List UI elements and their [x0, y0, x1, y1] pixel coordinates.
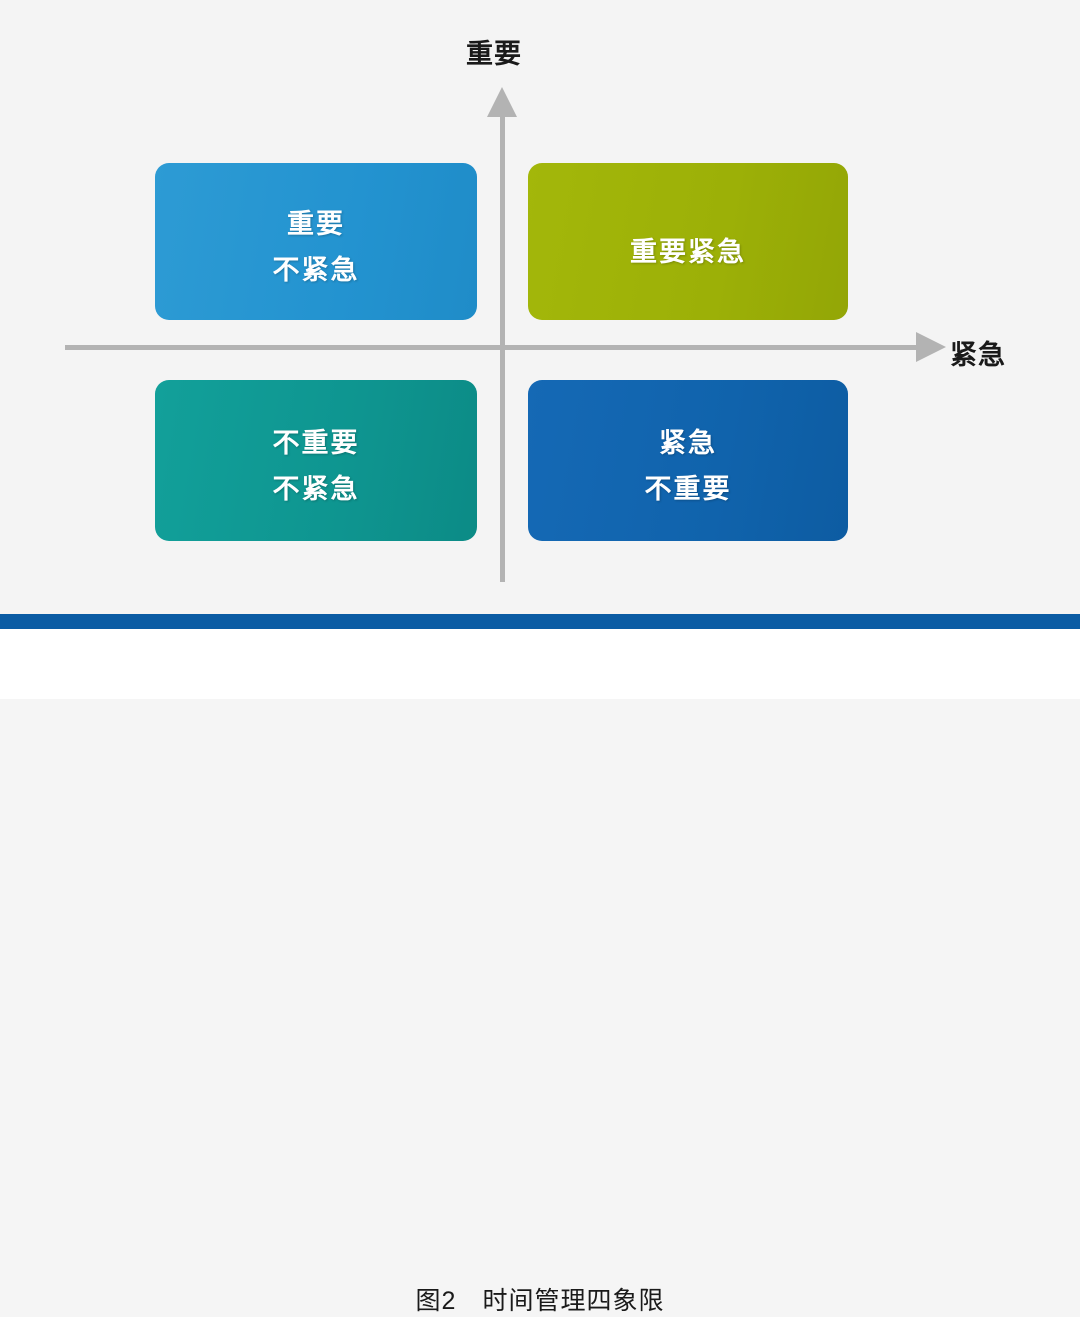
quadrant-label-line-1: 不重要	[272, 428, 360, 458]
arrow-up-icon	[487, 87, 517, 117]
quadrant-label-line-1: 重要	[287, 209, 345, 239]
vertical-axis-label: 重要	[466, 39, 522, 69]
quadrant-label-line-2: 不重要	[644, 474, 732, 504]
quadrant-important-urgent[interactable]: 重要紧急	[528, 163, 855, 320]
quadrant-shadow-edge	[846, 169, 855, 314]
quadrant-shadow-edge	[475, 386, 484, 535]
horizontal-axis-label: 紧急	[950, 340, 1006, 370]
footer-area: 图2 时间管理四象限	[0, 629, 1080, 1315]
quadrant-label-line-2: 不紧急	[272, 255, 360, 285]
quadrant-label-line-2: 不紧急	[272, 474, 360, 504]
quadrant-label-line-1: 重要紧急	[630, 237, 746, 267]
quadrant-shadow-edge	[475, 169, 484, 314]
figure-caption: 图2 时间管理四象限	[415, 1287, 665, 1315]
arrow-right-icon	[916, 332, 946, 362]
divider-bar	[0, 614, 1080, 629]
quadrant-not-important-not-urgent[interactable]: 不重要 不紧急	[155, 380, 484, 541]
vertical-axis-line	[500, 100, 505, 582]
figure-canvas: 重要 紧急 重要 不紧急 重要紧急 不重要 不紧急 紧急 不重要	[0, 0, 1080, 614]
quadrant-important-not-urgent[interactable]: 重要 不紧急	[155, 163, 484, 320]
horizontal-axis-line	[65, 345, 923, 350]
quadrant-shadow-edge	[846, 386, 855, 535]
quadrant-label-line-1: 紧急	[659, 428, 717, 458]
quadrant-urgent-not-important[interactable]: 紧急 不重要	[528, 380, 855, 541]
